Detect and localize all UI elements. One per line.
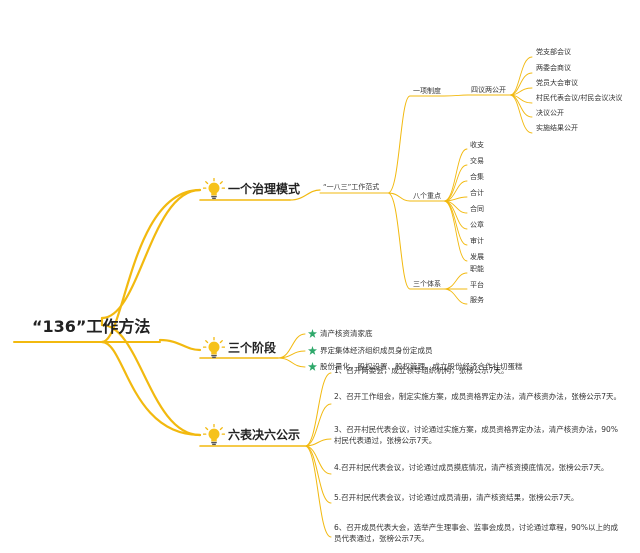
star-icon <box>308 362 317 371</box>
leaf-item: 职能 <box>470 265 484 273</box>
leaf-item: 党支部会议 <box>536 48 571 56</box>
step-item: 2、召开工作组会，制定实施方案，成员资格界定办法，清产核资办法，张榜公示7天。 <box>334 392 622 401</box>
leaf-item: 合集 <box>470 173 484 181</box>
leaf-item: 村民代表会议/村民会议决议 <box>536 94 623 102</box>
step-item: 1、召开两委会，成立领导组织机构，张榜公示7天。 <box>334 366 509 375</box>
leaf-item: 交易 <box>470 157 484 165</box>
leaf-item: 党员大会审议 <box>536 79 578 87</box>
step-item: 6、召开成员代表大会，选举产生理事会、监事会成员，讨论通过章程，90%以上的成员… <box>334 523 618 544</box>
root-topic: “136”工作方法 <box>32 317 151 336</box>
branch-governance-model: 一个治理模式 <box>228 182 301 196</box>
lightbulb-icon <box>203 424 225 446</box>
leaf-item: 平台 <box>470 281 484 289</box>
leaf-item: 实施结果公开 <box>536 124 578 132</box>
leaf-item: 决议公开 <box>536 109 564 117</box>
star-icon <box>308 329 317 338</box>
leaf-item: 两委会商议 <box>536 64 571 72</box>
leaf-item: 服务 <box>470 296 484 304</box>
group-eight-focus: 八个重点 <box>413 192 441 200</box>
stage-item: 界定集体经济组织成员身份定成员 <box>320 346 433 355</box>
step-item: 3、召开村民代表会议，讨论通过实施方案，成员资格界定办法，清产核资办法，90%村… <box>334 425 618 446</box>
stage-item: 清产核资清家底 <box>320 329 373 338</box>
star-icon <box>308 346 317 355</box>
group-one-system: 一项制度 <box>413 87 441 95</box>
step-item: 4.召开村民代表会议，讨论通过成员摸底情况，清产核资摸底情况，张榜公示7天。 <box>334 463 609 472</box>
group-three-systems: 三个体系 <box>413 280 441 288</box>
sub-topic-work-paradigm: “一八三”工作范式 <box>323 183 380 191</box>
leaf-item: 合计 <box>470 189 484 197</box>
leaf-item: 公章 <box>470 221 484 229</box>
group-one-system-sub: 四议两公开 <box>471 86 506 94</box>
leaf-item: 发展 <box>470 253 484 261</box>
leaf-item: 收支 <box>470 141 484 149</box>
branch-six-votes-six-notices: 六表决六公示 <box>228 428 301 442</box>
leaf-item: 审计 <box>470 237 484 245</box>
step-item: 5.召开村民代表会议，讨论通过成员清册，清产核资结果，张榜公示7天。 <box>334 493 579 502</box>
branch-three-stages: 三个阶段 <box>228 341 277 355</box>
leaf-item: 合同 <box>470 205 484 213</box>
stage-item: 股份量化、股权设置、股权管理、成立股份经济合作社切蛋糕 <box>320 362 523 371</box>
lightbulb-icon <box>203 178 225 200</box>
lightbulb-icon <box>203 337 225 359</box>
